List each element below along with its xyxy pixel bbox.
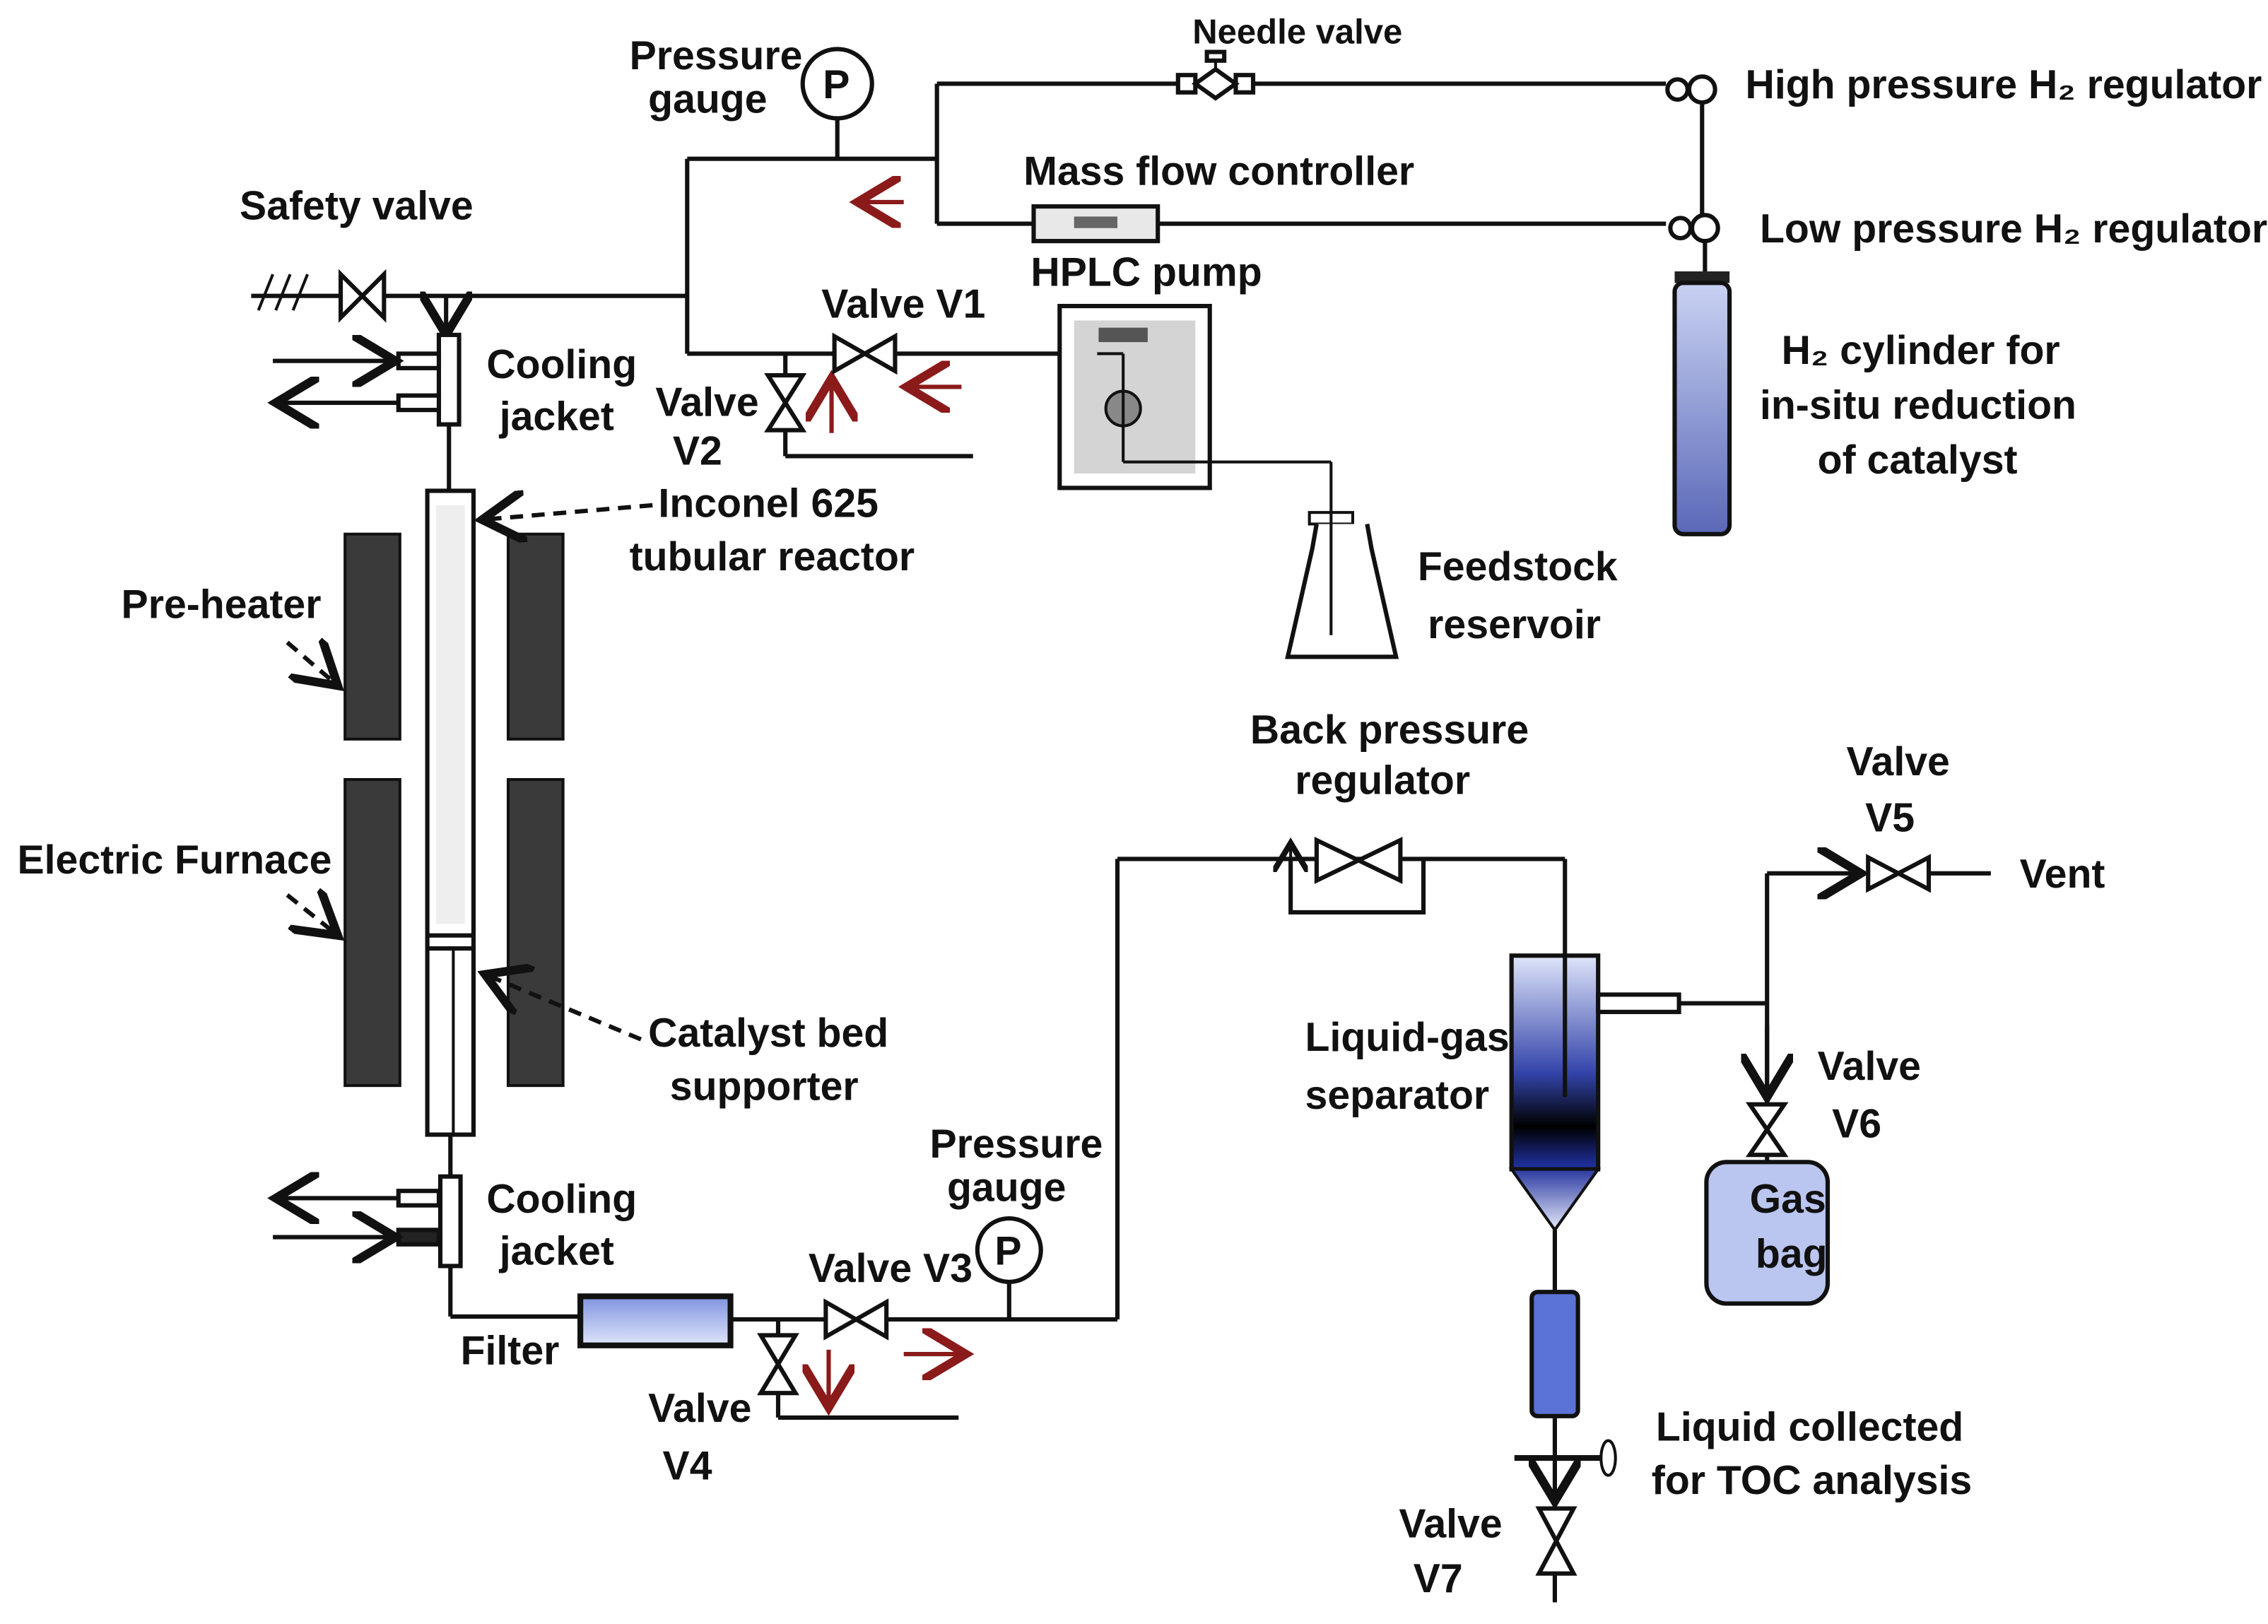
sample-tap-icon[interactable] xyxy=(1514,1439,1617,1477)
cooling-jacket-bottom-label-1: Cooling xyxy=(486,1177,637,1222)
valve-v6-label-2: V6 xyxy=(1832,1102,1881,1147)
valve-v7-icon[interactable] xyxy=(1535,1506,1577,1576)
liquid-collected-label-2: for TOC analysis xyxy=(1652,1458,1972,1503)
h2-cylinder xyxy=(1672,271,1732,536)
catalyst-bed-label-2: supporter xyxy=(670,1064,859,1110)
pre-heater xyxy=(343,532,565,741)
pressure-gauge-top-label-2: gauge xyxy=(648,76,767,122)
h2-cylinder-label-2: in-situ reduction xyxy=(1760,382,2076,428)
valve-v4-label-2: V4 xyxy=(663,1444,712,1489)
needle-valve-icon[interactable] xyxy=(1175,49,1256,101)
valve-v7-label-1: Valve xyxy=(1399,1501,1502,1546)
liquid-collector-icon xyxy=(1529,1290,1580,1418)
needle-valve-label: Needle valve xyxy=(1192,13,1402,51)
cooling-jacket-top-label-1: Cooling xyxy=(486,342,637,387)
gas-bag-label-2: bag xyxy=(1756,1231,1828,1276)
feedstock-label-1: Feedstock xyxy=(1418,544,1618,589)
pressure-gauge-bottom-label-1: Pressure xyxy=(929,1122,1103,1167)
hplc-pump-icon[interactable] xyxy=(1057,303,1333,513)
svg-text:P: P xyxy=(994,1228,1021,1273)
filter-icon xyxy=(577,1293,734,1348)
reactor-label-1: Inconel 625 xyxy=(658,481,879,526)
electric-furnace-label: Electric Furnace xyxy=(17,837,331,883)
separator-label-2: separator xyxy=(1305,1073,1490,1118)
back-pressure-label-1: Back pressure xyxy=(1250,707,1529,753)
feedstock-label-2: reservoir xyxy=(1428,602,1601,647)
mass-flow-controller-icon[interactable] xyxy=(1031,204,1161,244)
high-pressure-regulator-icon[interactable] xyxy=(1665,74,1717,105)
back-pressure-label-2: regulator xyxy=(1295,758,1470,803)
valve-v7-label-2: V7 xyxy=(1414,1556,1463,1601)
liquid-collected-label-1: Liquid collected xyxy=(1656,1405,1963,1450)
valve-v5-label-2: V5 xyxy=(1865,796,1915,841)
mass-flow-controller-label: Mass flow controller xyxy=(1023,148,1414,194)
valve-v3-label: Valve V3 xyxy=(809,1246,973,1291)
pre-heater-label: Pre-heater xyxy=(122,582,322,627)
valve-v2-label-2: V2 xyxy=(673,429,722,474)
low-pressure-regulator-icon[interactable] xyxy=(1668,213,1720,244)
valve-v4-label-1: Valve xyxy=(648,1386,751,1431)
valve-v1-icon[interactable] xyxy=(832,332,898,375)
reactor-label-2: tubular reactor xyxy=(630,534,915,579)
valve-v3-icon[interactable] xyxy=(823,1298,889,1341)
valve-v6-icon[interactable] xyxy=(1745,1102,1789,1158)
cooling-jacket-top-label-2: jacket xyxy=(499,394,614,440)
valve-v4-icon[interactable] xyxy=(757,1333,799,1396)
pressure-gauge-bottom-label-2: gauge xyxy=(947,1165,1066,1210)
valve-v5-label-1: Valve xyxy=(1847,739,1950,784)
valve-v1-label: Valve V1 xyxy=(821,281,985,326)
pressure-gauge-top-label-1: Pressure xyxy=(630,33,803,78)
cooling-jacket-bottom-label-2: jacket xyxy=(499,1228,614,1273)
low-pressure-regulator-label: Low pressure H₂ regulator xyxy=(1760,206,2267,252)
cooling-jacket-top xyxy=(273,332,462,425)
vent-label: Vent xyxy=(2020,852,2105,897)
h2-cylinder-label-3: of catalyst xyxy=(1818,437,2018,483)
svg-text:P: P xyxy=(823,62,850,107)
back-pressure-regulator-icon[interactable] xyxy=(1291,836,1426,915)
pressure-gauge-top-icon[interactable]: P xyxy=(800,47,874,121)
filter-label: Filter xyxy=(461,1328,560,1373)
hplc-pump-label: HPLC pump xyxy=(1030,249,1262,295)
gas-bag-icon xyxy=(1704,1160,1831,1306)
valve-v6-label-1: Valve xyxy=(1818,1044,1921,1089)
cooling-jacket-bottom xyxy=(273,1177,463,1269)
h2-cylinder-label-1: H₂ cylinder for xyxy=(1782,328,2060,373)
valve-v2-label-1: Valve xyxy=(655,379,758,425)
tubular-reactor xyxy=(425,488,476,1137)
catalyst-bed-label-1: Catalyst bed xyxy=(648,1011,888,1056)
gas-bag-label-1: Gas xyxy=(1750,1177,1826,1222)
valve-v2-icon[interactable] xyxy=(764,373,807,433)
electric-furnace xyxy=(343,777,565,1088)
safety-valve-icon[interactable] xyxy=(257,269,387,323)
pressure-gauge-bottom-icon[interactable]: P xyxy=(975,1216,1043,1284)
valve-v5-icon[interactable] xyxy=(1866,854,1932,893)
feedstock-reservoir-icon xyxy=(1285,511,1399,659)
liquid-gas-separator-icon xyxy=(1508,953,1681,1232)
separator-label-1: Liquid-gas xyxy=(1305,1015,1510,1060)
safety-valve-label: Safety valve xyxy=(240,183,474,228)
high-pressure-regulator-label: High pressure H₂ regulator xyxy=(1746,62,2262,107)
